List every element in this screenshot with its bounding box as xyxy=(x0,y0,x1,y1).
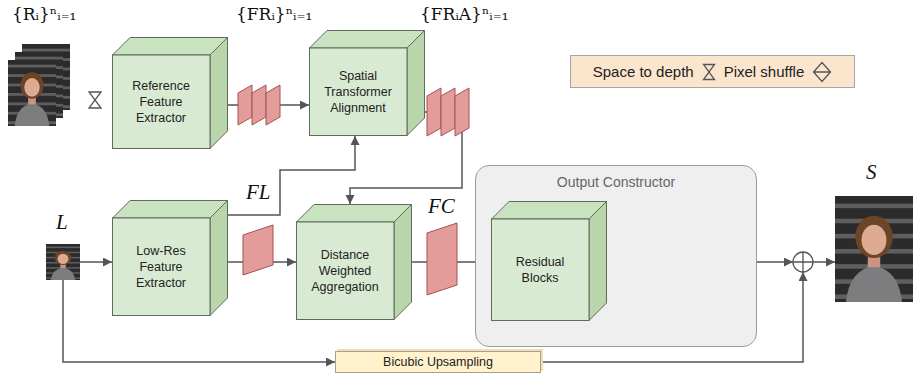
feature-map xyxy=(266,85,280,125)
legend-box: Space to depth Pixel shuffle xyxy=(570,55,855,88)
box-label: Spatial Transformer Alignment xyxy=(315,68,401,117)
feature-map xyxy=(441,88,455,136)
add-symbol xyxy=(793,252,813,272)
group-panel: Output ConstructorResidual Blocks xyxy=(475,165,757,347)
output-arrow xyxy=(813,261,835,263)
legend-text: Pixel shuffle xyxy=(724,63,805,80)
box-front-face xyxy=(113,218,211,316)
output-label: S xyxy=(866,160,877,185)
input-label: L xyxy=(56,210,68,235)
space-to-depth-symbol xyxy=(702,63,716,81)
pixel-shuffle-symbol xyxy=(814,62,831,81)
box-face: Distance Weighted Aggregation xyxy=(296,222,394,320)
feature-label: FC xyxy=(428,194,455,219)
group-title: Output Constructor xyxy=(476,174,756,190)
box-outline xyxy=(296,204,412,320)
text-stack: Reference Feature Extractor xyxy=(118,78,204,127)
space-to-depth-symbol xyxy=(703,64,714,79)
set-label: {Rᵢ}ⁿᵢ₌₁ xyxy=(12,4,76,24)
box-side-face xyxy=(589,202,607,321)
box-face: Low-Res Feature Extractor xyxy=(112,218,210,316)
box-side-face xyxy=(394,205,412,320)
box-outline xyxy=(112,200,228,316)
process-box: Reference Feature Extractor xyxy=(112,37,228,149)
box-top-face xyxy=(310,31,425,49)
add-symbol xyxy=(793,252,813,272)
box-label: Residual Blocks xyxy=(497,254,583,287)
box-front-face xyxy=(113,55,211,149)
box-front-face xyxy=(492,219,590,321)
space-to-depth-symbol xyxy=(89,92,101,108)
process-bar: Bicubic Upsampling xyxy=(335,351,541,373)
box-outline xyxy=(309,30,425,136)
text-stack: Low-Res Feature Extractor xyxy=(118,243,204,292)
feature-label: FL xyxy=(246,180,271,205)
low-res-image xyxy=(46,244,80,280)
box-face: Residual Blocks xyxy=(491,219,589,321)
box-label: Low-Res Feature Extractor xyxy=(118,243,204,292)
text-stack: Spatial Transformer Alignment xyxy=(315,68,401,117)
box-label: Reference Feature Extractor xyxy=(118,78,204,127)
feature-map xyxy=(427,88,441,136)
text-stack: Residual Blocks xyxy=(497,254,583,287)
box-side-face xyxy=(210,201,228,316)
feature-map xyxy=(243,225,273,275)
box-label: Bicubic Upsampling xyxy=(383,354,493,370)
feature-map xyxy=(427,223,457,295)
process-box: Residual Blocks xyxy=(491,201,607,321)
legend-text: Space to depth xyxy=(593,63,694,80)
pixel-shuffle-symbol xyxy=(812,61,832,83)
set-label: {FRᵢ}ⁿᵢ₌₁ xyxy=(236,4,312,24)
box-front-face xyxy=(310,48,408,136)
feature-map xyxy=(252,85,266,125)
box-top-face xyxy=(113,38,228,56)
set-label: {FRᵢA}ⁿᵢ₌₁ xyxy=(420,4,509,24)
connector xyxy=(228,136,355,215)
box-side-face xyxy=(407,31,425,136)
input-arrow xyxy=(80,261,112,263)
box-side-face xyxy=(210,38,228,149)
process-box: Low-Res Feature Extractor xyxy=(112,200,228,316)
output-image xyxy=(835,196,913,302)
box-face: Spatial Transformer Alignment xyxy=(309,48,407,136)
process-box: Spatial Transformer Alignment xyxy=(309,30,425,136)
process-box: Distance Weighted Aggregation xyxy=(296,204,412,320)
box-face: Reference Feature Extractor xyxy=(112,55,210,149)
box-top-face xyxy=(113,201,228,219)
reference-frame xyxy=(8,60,56,126)
feature-map xyxy=(455,88,469,136)
box-top-face xyxy=(297,205,412,223)
box-top-face xyxy=(492,202,607,220)
box-label: Distance Weighted Aggregation xyxy=(302,247,388,296)
box-front-face xyxy=(297,222,395,320)
box-outline xyxy=(112,37,228,149)
text-stack: Distance Weighted Aggregation xyxy=(302,247,388,296)
feature-map xyxy=(238,85,252,125)
